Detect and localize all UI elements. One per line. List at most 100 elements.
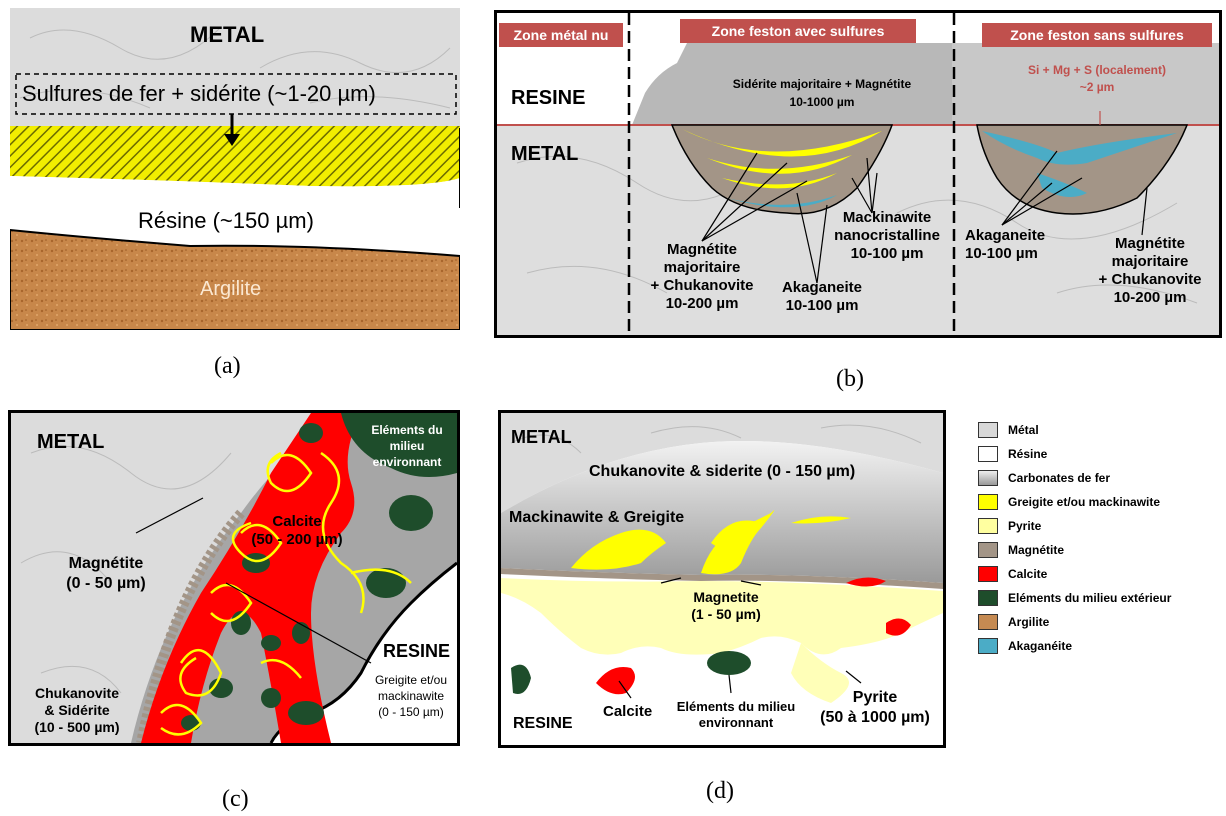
resine-label: RESINE [383,641,451,661]
pyrite-label-2: (50 à 1000 µm) [820,709,930,726]
panel-a-drawing [10,8,460,330]
akaganeite-1 [727,195,837,208]
si-label-1: Si + Mg + S (localement) [1027,63,1167,77]
legend-item-magnetite: Magnétite [978,540,1064,560]
legend-label: Argilite [1008,615,1050,629]
legend-item-argilite: Argilite [978,612,1049,632]
panel-d-drawing [501,413,943,745]
legend-label: Magnétite [1008,543,1065,557]
chuka-label-3: (10 - 500 µm) [34,719,120,735]
magnetite-label-2a: Magnétite [1114,235,1185,252]
calcite-2 [886,618,911,636]
legend-label: Greigite et/ou mackinawite [1008,495,1161,509]
mackinawite-1 [571,529,666,570]
caption-a: (a) [214,353,241,379]
panel-c: METAL Eléments du milieu environnant Cal… [8,410,460,746]
metal-label: METAL [511,143,579,165]
mack-label: Mackinawite & Greigite [509,509,685,526]
legend-swatch [978,518,998,534]
legend-item-carbonates: Carbonates de fer [978,468,1110,488]
panel-d: METAL Chukanovite & siderite (0 - 150 µm… [498,410,946,748]
env-blob-1 [341,413,457,477]
legend-swatch [978,542,998,558]
calcite-1 [846,577,886,587]
metal-label: METAL [37,431,105,453]
elements-label-1: Eléments du [371,423,443,437]
resin-region [10,176,460,256]
zone-label-1: Zone métal nu [499,23,623,47]
akaganeite-2 [982,131,1177,165]
magnetite-label-1: Magnetite [693,589,759,605]
akaganeite-label-2a: Akaganeite [965,227,1046,244]
pyrite-label-1: Pyrite [852,689,898,706]
sulfide-layer [10,126,460,187]
mackinawite-2 [701,510,775,575]
magnetite-label-1: Magnétite [68,555,144,572]
legend-swatch [978,470,998,486]
magnetite-label-2c: + Chukanovite [1098,271,1202,288]
legend-item-greigite: Greigite et/ou mackinawite [978,492,1160,512]
env-blob-1 [511,664,531,694]
siderite-region [632,43,952,125]
magnetite-label-1d: 10-200 µm [665,295,739,312]
panel-b: Zone métal nu Zone feston avec sulfures … [494,10,1222,338]
siderite-label-1: Sidérite majoritaire + Magnétite [732,77,912,91]
magnetite-line [501,568,943,589]
elements-label-2: environnant [698,715,774,730]
akaganeite-label-1b: 10-100 µm [785,297,859,314]
legend-item-metal: Métal [978,420,1039,440]
resin-label: Résine (~150 µm) [138,208,314,233]
legend-swatch [978,590,998,606]
caption-d: (d) [706,778,734,804]
magnetite-label-2: (0 - 50 µm) [66,575,146,592]
magnetite-label-1c: + Chukanovite [650,277,754,294]
zone-label-3: Zone feston sans sulfures [982,23,1212,47]
chuka-label-2: & Sidérite [44,702,110,718]
calcite-label: Calcite [603,703,653,720]
mackinawite-band-2 [707,155,852,174]
akaganeite-label-2b: 10-100 µm [965,245,1038,262]
metal-label: METAL [511,427,572,447]
legend-swatch [978,566,998,582]
legend-swatch [978,446,998,462]
greigite-label-3: (0 - 150 µm) [378,705,444,719]
legend-label: Pyrite [1008,519,1042,533]
caption-c: (c) [222,786,249,812]
calcite-3 [596,667,635,695]
si-label-2: ~2 µm [1079,80,1115,94]
elements-label-1: Eléments du milieu [676,699,796,714]
resin-region [271,563,457,743]
greigite-label-1: Greigite et/ou [374,673,448,687]
legend-label: Métal [1008,423,1039,437]
argilite-region [10,228,460,330]
legend-item-akaganeite: Akaganéite [978,636,1072,656]
legend-item-elements: Eléments du milieu extérieur [978,588,1171,608]
mackinawite-band-1 [682,129,882,157]
mackinawite-label-1: Mackinawite [842,209,932,226]
legend-swatch [978,638,998,654]
chuka-label: Chukanovite & siderite (0 - 150 µm) [589,463,856,480]
metal-region [501,413,943,513]
akaganeite-label-1a: Akaganeite [781,279,863,296]
legend-item-resine: Résine [978,444,1047,464]
metal-region [10,8,460,128]
elements-label-3: environnant [372,455,442,469]
legend-label: Carbonates de fer [1008,471,1111,485]
layer-label: Sulfures de fer + sidérite (~1-20 µm) [22,81,376,106]
legend-swatch [978,494,998,510]
greigite-label-2: mackinawite [377,689,445,703]
panel-c-drawing [11,413,457,743]
calcite-label-1: Calcite [272,513,322,530]
legend-item-calcite: Calcite [978,564,1047,584]
elements-label-2: milieu [389,439,425,453]
caption-b: (b) [836,366,864,392]
chuka-label-1: Chukanovite [34,685,119,701]
mackinawite-label-3: 10-100 µm [850,245,924,262]
legend-swatch [978,614,998,630]
legend-label: Calcite [1008,567,1048,581]
magnetite-label-1b: majoritaire [663,259,741,276]
magnetite-label-2: (1 - 50 µm) [691,606,761,622]
legend-label: Eléments du milieu extérieur [1008,591,1172,605]
pyrite-region [501,578,943,655]
legend-swatch [978,422,998,438]
